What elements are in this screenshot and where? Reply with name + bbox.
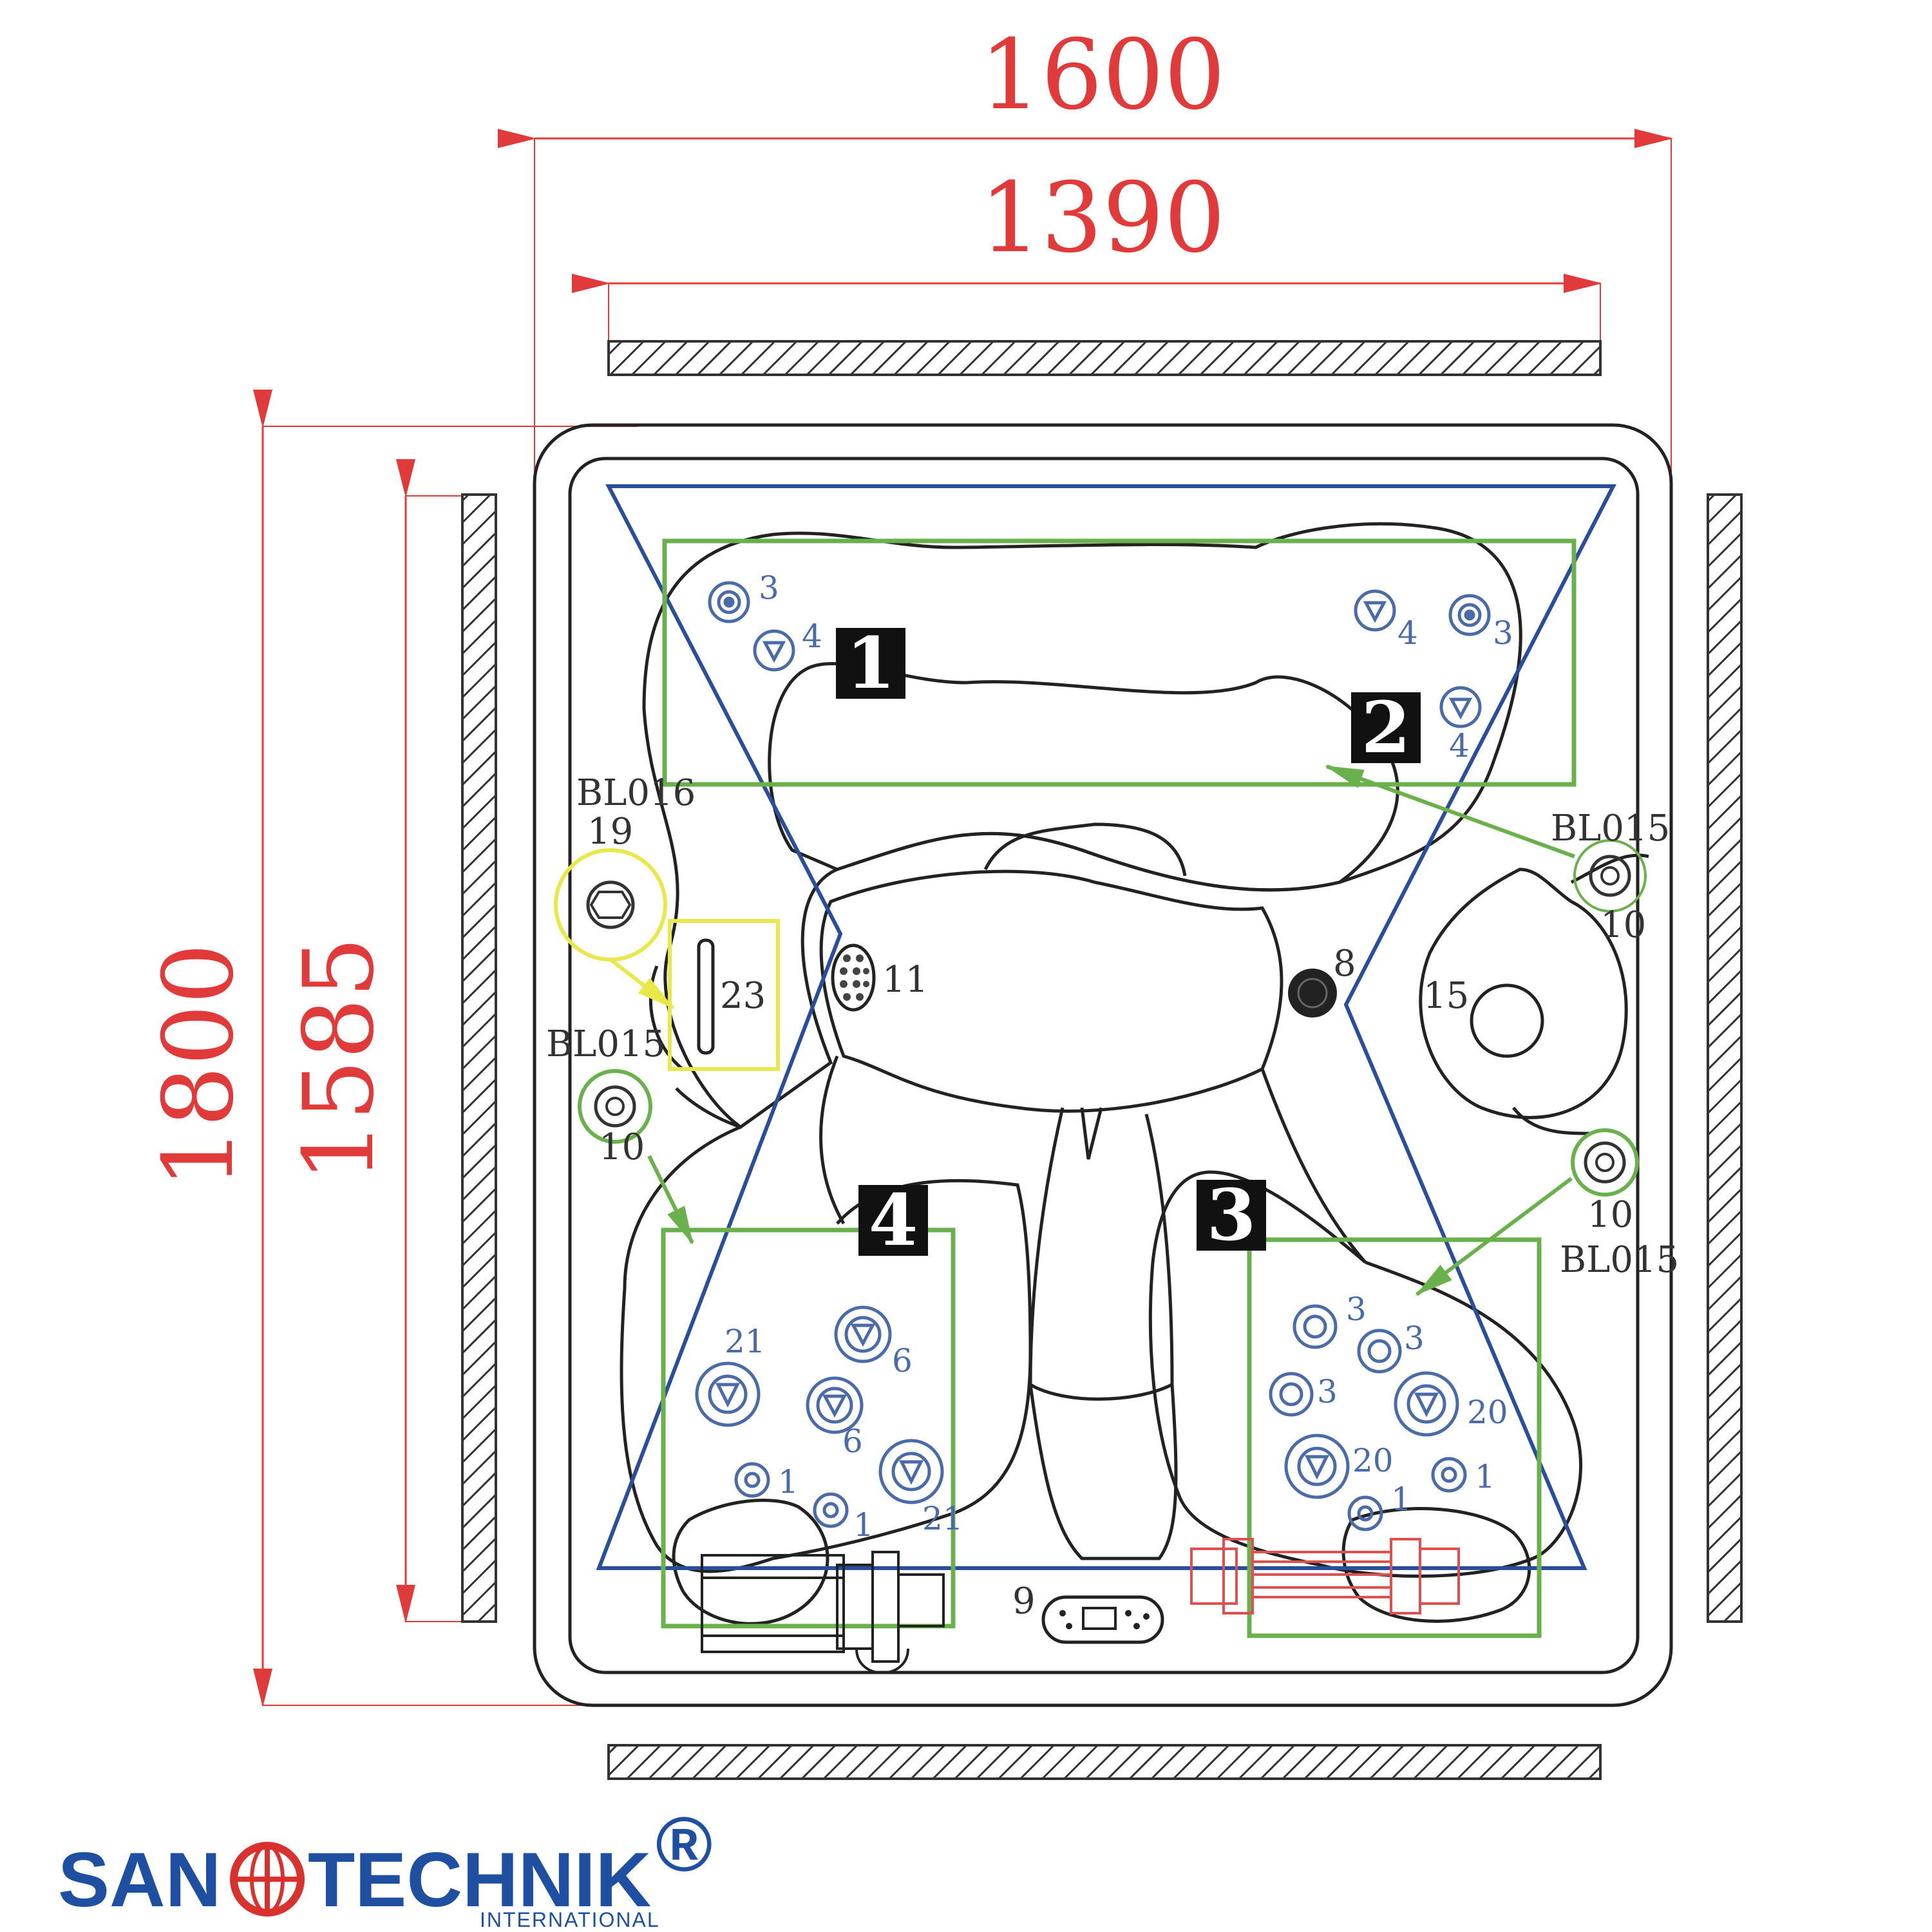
wall-bottom (607, 1744, 1602, 1780)
label-bl015-right-bottom: BL015 (1560, 1239, 1679, 1281)
yellow-arrow (609, 958, 675, 1010)
dim-outer-width: 1600 (980, 19, 1226, 131)
brand-logo: SAN TECHNIK ® INTERNATIONAL (58, 1801, 712, 1931)
zone-box-4 (661, 1227, 956, 1629)
jet-label: 20 (1467, 1394, 1508, 1431)
jet-label: 3 (1493, 614, 1513, 652)
green-arrow (647, 1155, 694, 1245)
jet-label: 4 (1449, 727, 1470, 764)
overflow-fitting-right-top-10 (1573, 839, 1647, 913)
label-bl016: BL016 (576, 772, 696, 814)
zone-label-3: 3 (1197, 1173, 1266, 1256)
heater-equipment-icon (1190, 1538, 1460, 1615)
jet-label: 21 (922, 1500, 963, 1537)
jet-label: 6 (842, 1423, 863, 1460)
svg-text:3: 3 (1207, 1173, 1256, 1256)
jet-label: 1 (853, 1506, 874, 1544)
jet-icon (813, 1492, 849, 1528)
wall-right (1707, 493, 1743, 1623)
svg-text:1: 1 (846, 621, 896, 705)
jet-icon (734, 1462, 770, 1498)
brand-subtitle: INTERNATIONAL (480, 1908, 660, 1931)
label-10-right-top: 10 (1600, 904, 1646, 946)
jet-icon (708, 581, 750, 623)
dimension-lines (253, 129, 1673, 1707)
zone-label-1: 1 (836, 621, 905, 705)
label-10-right-bottom: 10 (1587, 1194, 1633, 1236)
jet-icon (1284, 1434, 1350, 1499)
zone-label-2: 2 (1351, 686, 1421, 769)
label-19: 19 (587, 811, 633, 853)
svg-text:4: 4 (869, 1179, 918, 1262)
jet-icon (834, 1305, 892, 1363)
jet-label: 1 (1391, 1481, 1412, 1518)
green-arrow (1415, 1177, 1573, 1296)
jet-icon (1354, 589, 1396, 632)
jet-label: 3 (1346, 1291, 1367, 1328)
svg-text:2: 2 (1361, 686, 1411, 769)
jet-icon (1394, 1371, 1459, 1437)
jet-label: 1 (778, 1463, 799, 1501)
label-bl015-right-top: BL015 (1551, 808, 1670, 849)
jet-label: 21 (724, 1323, 766, 1360)
jet-label: 6 (892, 1342, 913, 1379)
dim-inner-length: 1585 (283, 936, 395, 1182)
label-23: 23 (720, 975, 766, 1017)
wall-top (607, 340, 1602, 376)
dim-outer-length: 1800 (143, 943, 255, 1189)
suction-fitting-19 (554, 848, 667, 961)
label-bl015-left: BL015 (546, 1023, 665, 1065)
zone-box-3 (1247, 1237, 1542, 1638)
filter-grille-11 (831, 943, 876, 1012)
jet-icon (806, 1376, 864, 1434)
pump-equipment-icon (701, 1551, 945, 1674)
label-9: 9 (1012, 1580, 1036, 1622)
wall-left (461, 493, 497, 1623)
seat-outlines (620, 522, 1649, 1625)
control-panel-9 (1041, 1595, 1164, 1644)
label-15: 15 (1423, 975, 1469, 1017)
light-fitting-8 (1288, 969, 1337, 1018)
jet-icon (1347, 1495, 1383, 1531)
spa-shell-outer (533, 423, 1673, 1707)
jet-icon (1448, 594, 1491, 636)
globe-icon (230, 1842, 305, 1917)
jet-label: 3 (1404, 1320, 1425, 1357)
brand-name-left: SAN (58, 1837, 221, 1923)
jet-icon (1269, 1372, 1314, 1417)
jet-label: 3 (1317, 1373, 1338, 1410)
jet-label: 3 (759, 569, 779, 607)
jet-icon (753, 629, 795, 672)
jet-icon (1357, 1329, 1402, 1374)
jet-label: 4 (802, 618, 822, 655)
jet-icon (1439, 686, 1482, 728)
jet-label: 20 (1352, 1442, 1394, 1479)
jet-icon (1293, 1304, 1338, 1349)
label-11: 11 (882, 959, 928, 1001)
label-10-left: 10 (599, 1126, 645, 1168)
dim-inner-width: 1390 (980, 162, 1226, 274)
zone-label-4: 4 (858, 1179, 928, 1262)
brand-registered: ® (656, 1801, 712, 1888)
zone-boxes (661, 538, 1577, 1638)
circulation-lines (596, 484, 1616, 1570)
jet-icon (1431, 1457, 1467, 1493)
overflow-fitting-left-10 (578, 1069, 652, 1144)
green-arrow (1325, 764, 1576, 858)
skimmer-23 (668, 919, 780, 1071)
brand-name-right: TECHNIK (308, 1837, 651, 1923)
jet-label: 4 (1397, 614, 1418, 652)
jet-icon (695, 1361, 761, 1427)
label-8: 8 (1333, 943, 1356, 985)
overflow-fitting-right-bottom-10 (1571, 1128, 1639, 1197)
zone-box-1-2 (662, 538, 1577, 787)
jets (695, 581, 1491, 1531)
spa-shell-inner (568, 457, 1640, 1674)
jet-label: 1 (1475, 1458, 1495, 1495)
jet-icon (878, 1439, 944, 1504)
